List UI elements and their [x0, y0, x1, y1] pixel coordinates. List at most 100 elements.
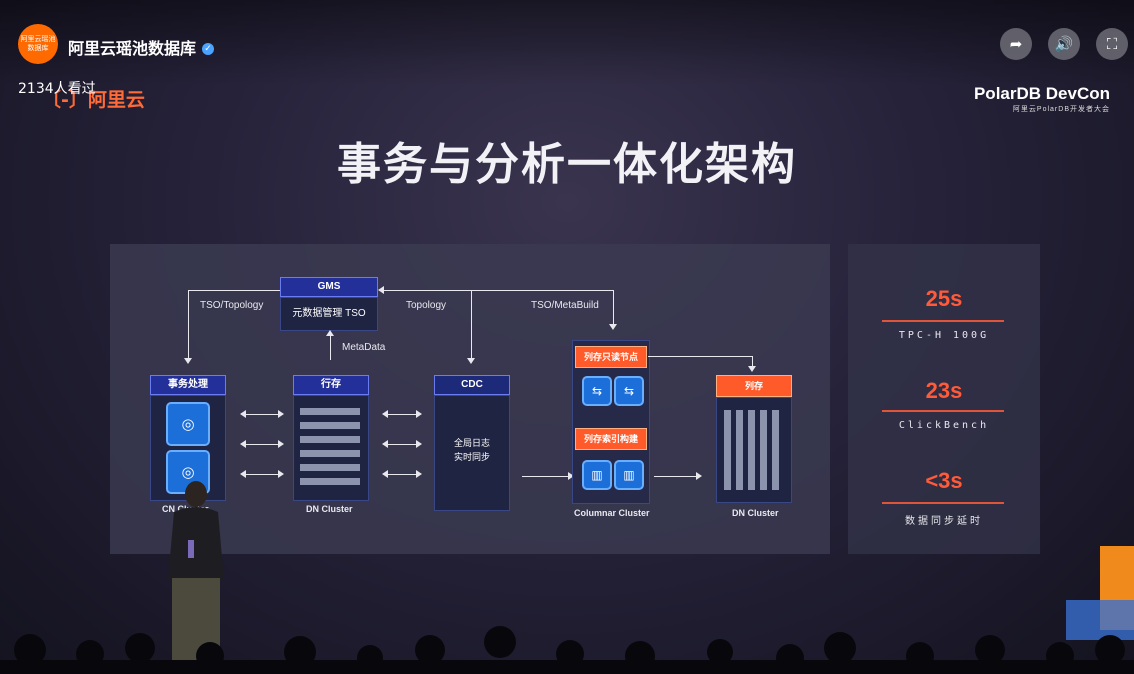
- stage-decoration: [1066, 600, 1134, 640]
- compute-node-icon: ◎: [166, 402, 210, 446]
- arrow-left-icon: [378, 286, 384, 294]
- cdc-line2: 实时同步: [453, 452, 490, 462]
- connector-line: [613, 290, 614, 326]
- row-bar: [300, 422, 360, 429]
- arrow-right-icon: [416, 440, 422, 448]
- stat-value: 25s: [925, 286, 963, 311]
- dn-caption: DN Cluster: [306, 504, 353, 514]
- arrow-right-icon: [416, 410, 422, 418]
- columnar-index-build-node: 列存索引构建: [575, 428, 647, 450]
- row-bar: [300, 478, 360, 485]
- stat-divider: [882, 410, 1004, 412]
- audience-silhouettes: [0, 626, 1134, 674]
- connector-line: [188, 290, 189, 360]
- connector-line: [386, 444, 418, 445]
- slide-title: 事务与分析一体化架构: [337, 139, 797, 190]
- topology-label: Topology: [406, 300, 447, 311]
- readonly-node-icon: ⇆: [614, 376, 644, 406]
- row-bar: [300, 464, 360, 471]
- arrow-down-icon: [184, 358, 192, 364]
- gms-header: GMS: [280, 277, 378, 297]
- avatar-text: 阿里云瑶池数据库: [20, 36, 56, 52]
- readonly-node-icon: ⇆: [582, 376, 612, 406]
- channel-name[interactable]: 阿里云瑶池数据库 ✓: [68, 35, 215, 59]
- viewer-count: 2134人看过: [18, 81, 96, 97]
- share-button[interactable]: ➦: [1000, 28, 1032, 60]
- connector-line: [386, 414, 418, 415]
- connector-line: [648, 356, 752, 357]
- connector-line: [380, 290, 614, 291]
- devcon-subtitle: 阿里云PolarDB开发者大会: [1012, 106, 1110, 113]
- connector-line: [244, 474, 280, 475]
- arrow-right-icon: [278, 470, 284, 478]
- channel-avatar[interactable]: 阿里云瑶池数据库: [18, 24, 58, 64]
- verified-badge-icon: ✓: [202, 42, 215, 55]
- share-icon: ➦: [1009, 36, 1023, 53]
- fullscreen-button[interactable]: ⛶: [1096, 28, 1128, 60]
- player-top-bar: 阿里云瑶池数据库 阿里云瑶池数据库 ✓ ➦ 🔊 ⛶: [0, 0, 1134, 86]
- arrow-down-icon: [609, 324, 617, 330]
- column-bar: [760, 410, 767, 490]
- cdc-header: CDC: [434, 375, 510, 395]
- volume-button[interactable]: 🔊: [1048, 28, 1080, 60]
- connector-line: [244, 414, 280, 415]
- stat-label: ClickBench: [898, 420, 990, 431]
- arrow-down-icon: [467, 358, 475, 364]
- fullscreen-icon: ⛶: [1106, 35, 1118, 53]
- row-bar: [300, 408, 360, 415]
- volume-icon: 🔊: [1054, 36, 1074, 53]
- index-build-icon: ▥: [582, 460, 612, 490]
- row-bar: [300, 450, 360, 457]
- stat-value: 23s: [925, 378, 963, 403]
- channel-name-text: 阿里云瑶池数据库: [68, 39, 197, 58]
- stat-divider: [882, 502, 1004, 504]
- arrow-left-icon: [382, 470, 388, 478]
- index-build-icon: ▥: [614, 460, 644, 490]
- connector-line: [244, 444, 280, 445]
- connector-line: [386, 474, 418, 475]
- arrow-right-icon: [568, 472, 574, 480]
- benchmark-stats: 25s TPC-H 100G 23s ClickBench <3s 数据同步延时: [848, 244, 1040, 554]
- connector-line: [471, 290, 472, 360]
- metadata-label: MetaData: [342, 342, 386, 353]
- arrow-right-icon: [416, 470, 422, 478]
- speaker-figure: [168, 481, 224, 663]
- stat-divider: [882, 320, 1004, 322]
- dn-header: 行存: [293, 375, 369, 395]
- gms-body: 元数据管理 TSO: [292, 308, 366, 319]
- architecture-diagram: TSO/Topology Topology TSO/MetaBuild GMS …: [110, 244, 830, 554]
- columnar-readonly-node: 列存只读节点: [575, 346, 647, 368]
- row-bar: [300, 436, 360, 443]
- cdc-box: 全局日志 实时同步: [434, 395, 510, 511]
- connector-line: [752, 356, 753, 368]
- arrow-right-icon: [278, 440, 284, 448]
- column-bar: [772, 410, 779, 490]
- gms-box: 元数据管理 TSO: [280, 297, 378, 331]
- connector-line: [330, 332, 331, 360]
- connector-line: [188, 290, 280, 291]
- cdc-line1: 全局日志: [453, 438, 490, 448]
- devcon-logo: PolarDB DevCon 阿里云PolarDB开发者大会: [974, 84, 1110, 114]
- arrow-left-icon: [240, 470, 246, 478]
- arrow-left-icon: [240, 410, 246, 418]
- arrow-right-icon: [278, 410, 284, 418]
- column-bar: [724, 410, 731, 490]
- arrow-up-icon: [326, 330, 334, 336]
- connector-line: [522, 476, 570, 477]
- devcon-title: PolarDB DevCon: [973, 84, 1110, 103]
- arrow-left-icon: [382, 440, 388, 448]
- aliyun-logo: 〔-〕阿里云: [42, 89, 145, 111]
- dn2-header: 列存: [716, 375, 792, 397]
- column-bar: [736, 410, 743, 490]
- arrow-left-icon: [240, 440, 246, 448]
- column-bar: [748, 410, 755, 490]
- tso-topology-label: TSO/Topology: [200, 300, 264, 311]
- arrow-left-icon: [382, 410, 388, 418]
- stat-label: TPC-H 100G: [898, 330, 990, 341]
- columnar-caption: Columnar Cluster: [574, 508, 650, 518]
- stat-value: <3s: [925, 468, 963, 493]
- connector-line: [654, 476, 698, 477]
- arrow-right-icon: [696, 472, 702, 480]
- cn-header: 事务处理: [150, 375, 226, 395]
